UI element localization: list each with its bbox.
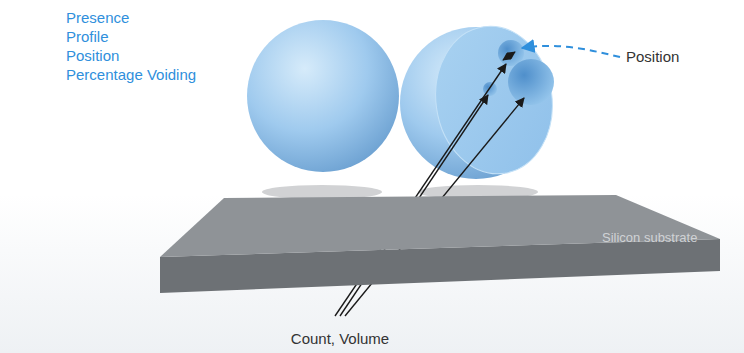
void <box>483 82 497 96</box>
callout-label: Count, Volume <box>291 330 389 347</box>
position-leader <box>522 46 620 57</box>
substrate-slab: Silicon substrate <box>158 193 724 297</box>
callout-label: Position <box>626 48 679 65</box>
count-leader <box>335 64 506 316</box>
void <box>508 59 554 105</box>
solder-ball <box>247 20 399 172</box>
ball-shadow <box>262 185 382 199</box>
cut-face <box>426 19 561 182</box>
substrate-label: Silicon substrate <box>602 231 697 246</box>
measure-item: Percentage Voiding <box>66 66 196 83</box>
measure-item: Profile <box>66 28 109 45</box>
void <box>498 40 524 66</box>
count-leader <box>340 95 488 316</box>
measure-item: Position <box>66 47 119 64</box>
measure-item: Presence <box>66 9 129 26</box>
slab-top <box>160 195 720 257</box>
sectioned-solder-ball <box>400 27 552 179</box>
count-leader <box>345 98 524 316</box>
distance-arrow <box>503 52 515 60</box>
